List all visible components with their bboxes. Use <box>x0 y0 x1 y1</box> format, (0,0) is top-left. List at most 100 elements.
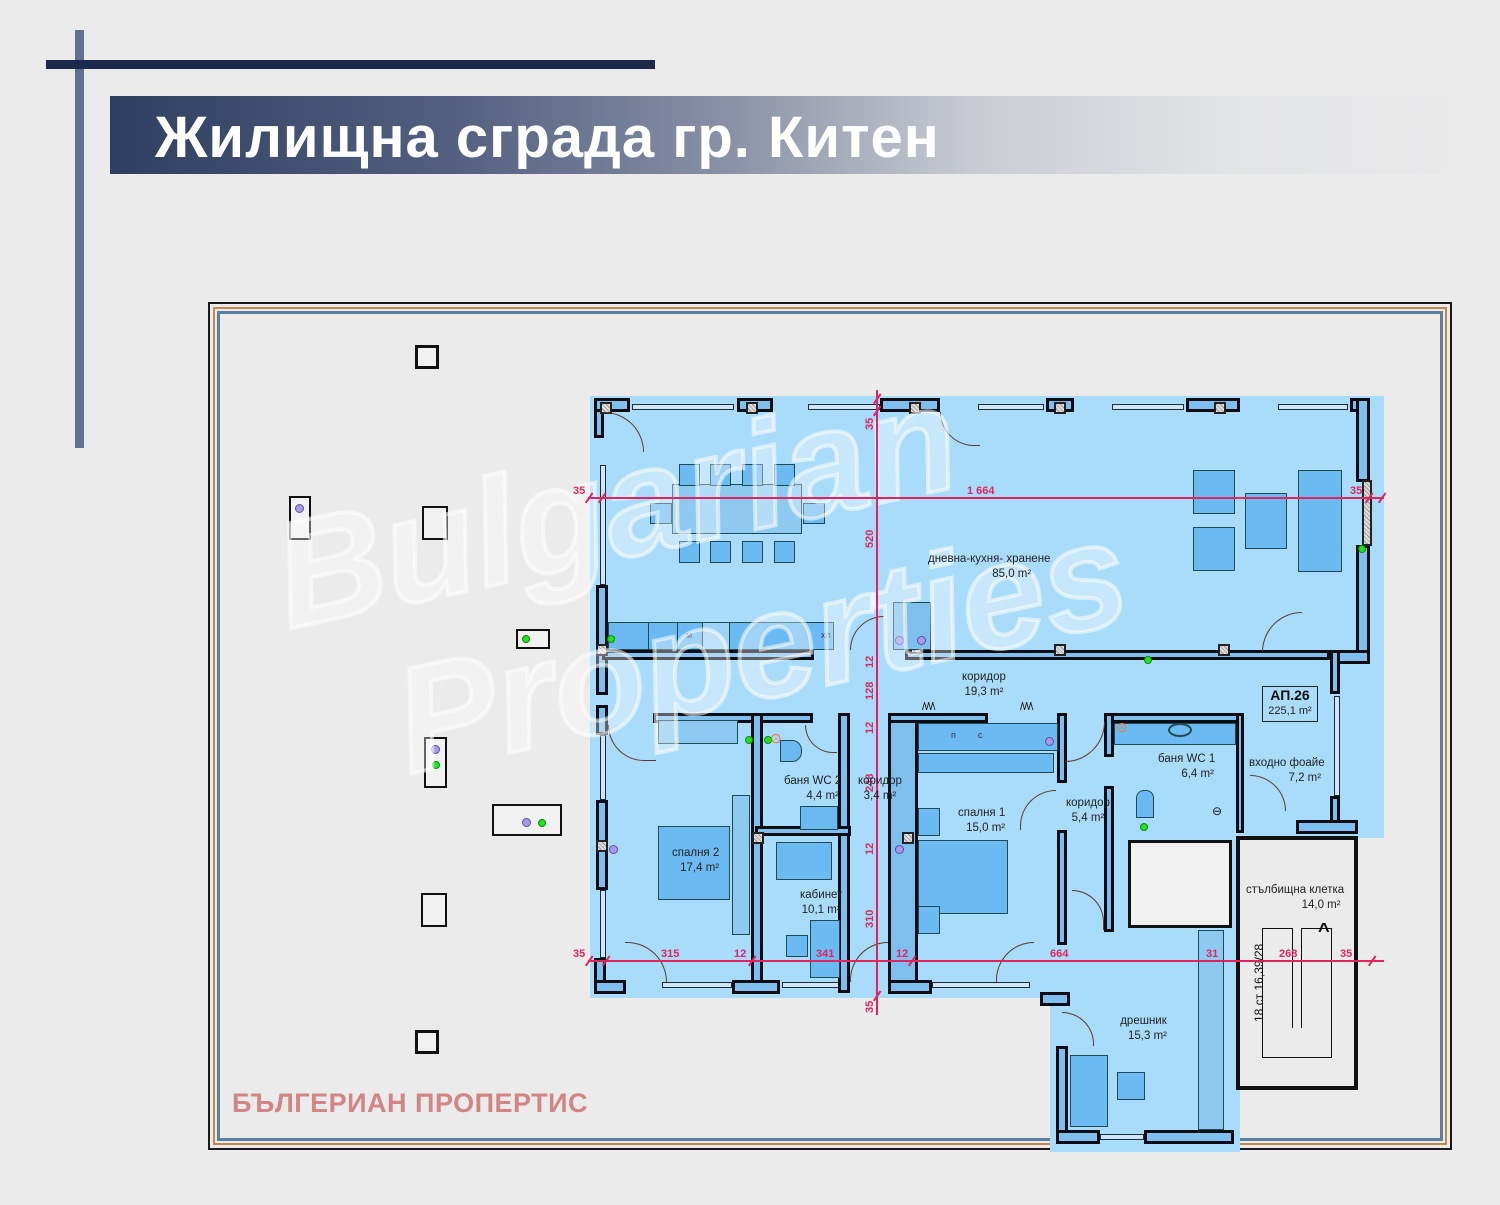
footer-brand-text: БЪЛГЕРИАН ПРОПЕРТИС <box>232 1088 589 1118</box>
dimension-label: 12 <box>864 655 876 668</box>
chair <box>774 464 795 486</box>
decorative-horizontal-bar <box>46 60 655 69</box>
window <box>932 982 1030 988</box>
stair-well <box>1292 928 1302 1028</box>
socket-icon <box>609 845 618 854</box>
column <box>1054 402 1066 414</box>
chair <box>650 503 672 524</box>
armchair <box>1193 470 1235 514</box>
wall <box>1356 545 1370 655</box>
dimension-label: 35 <box>573 485 586 497</box>
outlet-icon <box>745 736 753 744</box>
shower-icon: ⊖ <box>1212 804 1223 818</box>
room-name: спалня 2 <box>672 847 720 859</box>
microwave-label: м <box>686 630 693 640</box>
wardrobe <box>918 723 1058 751</box>
outlet-icon <box>432 761 440 769</box>
sofa <box>1070 1055 1108 1127</box>
room-area: 15,0 m² <box>966 822 1006 834</box>
window <box>782 982 844 988</box>
dimension-label: 35 <box>573 948 586 960</box>
radiator-icon: /\/\/\ <box>922 701 935 713</box>
nightstand <box>918 808 940 836</box>
room-label-bedroom-1: спалня 1 15,0 m² <box>958 806 1005 836</box>
room-label-corridor-main: коридор 19,3 m² <box>962 670 1006 700</box>
socket-icon <box>1045 737 1054 746</box>
dimension-label: 35 <box>1350 485 1363 497</box>
dimension-label: 35 <box>864 1000 876 1013</box>
boiler-icon: ⊙ <box>770 730 782 746</box>
room-area: 17,4 m² <box>680 862 720 874</box>
chair <box>679 464 700 486</box>
vent-shaft <box>516 629 550 649</box>
room-label-bath-wc-1: баня WC 1 6,4 m² <box>1158 752 1215 782</box>
dimension-line-vertical <box>876 390 878 1015</box>
chair <box>710 541 731 563</box>
room-label-staircase: стълбищна клетка 14,0 m² <box>1246 883 1344 913</box>
room-area: 10,1 m² <box>801 904 841 916</box>
room-name: баня WC 2 <box>784 775 842 787</box>
room-label-bath-wc-2: баня WC 2 4,4 m² <box>784 774 841 804</box>
chair <box>710 464 731 486</box>
column <box>1362 480 1372 546</box>
outlet-icon <box>764 736 772 744</box>
vent-shaft <box>492 804 562 836</box>
desk <box>810 920 840 978</box>
apartment-area: 225,1 m² <box>1268 705 1312 717</box>
corridor-wall <box>838 713 850 993</box>
outlet-icon <box>538 819 546 827</box>
room-label-living-kitchen-dining: дневна-кухня- хранене 85,0 m² <box>928 552 1050 582</box>
window <box>978 404 1044 410</box>
bed <box>658 826 730 900</box>
ottoman <box>1117 1072 1145 1100</box>
wall <box>1330 650 1340 694</box>
decorative-vertical-bar <box>75 30 84 448</box>
dimension-label: 12 <box>734 948 747 960</box>
wall <box>1296 820 1358 834</box>
column <box>909 402 921 414</box>
room-name: дневна-кухня- хранене <box>928 553 1051 565</box>
column <box>1214 402 1226 414</box>
room-name: спалня 1 <box>958 807 1006 819</box>
wall <box>596 705 608 735</box>
socket-icon <box>895 636 904 645</box>
room-area: 19,3 m² <box>964 686 1004 698</box>
room-area: 7,2 m² <box>1288 772 1322 784</box>
column <box>1218 644 1230 656</box>
bath1-right-wall <box>1236 713 1244 833</box>
bedroom1-top-wall <box>888 713 988 723</box>
room-label-corridor-small: коридор 3,4 m² <box>858 774 902 804</box>
window <box>632 404 734 410</box>
column <box>752 832 764 844</box>
outlet-icon <box>1144 656 1152 664</box>
outlet-icon <box>1140 823 1148 831</box>
wall <box>1186 398 1240 412</box>
chair <box>774 541 795 563</box>
page-title: Жилищна сграда гр. Китен <box>155 105 940 170</box>
vent-shaft <box>424 737 447 788</box>
wall <box>596 585 608 695</box>
title-band <box>110 96 1500 174</box>
room-area: 14,0 m² <box>1301 899 1341 911</box>
wardrobe-label-p: п <box>951 730 956 740</box>
socket-icon <box>895 845 904 854</box>
room-area: 15,3 m² <box>1128 1030 1167 1042</box>
nightstand <box>918 906 940 934</box>
column <box>596 840 608 852</box>
chimney-shaft <box>415 345 439 369</box>
armchair <box>1193 527 1235 571</box>
washbasin <box>800 806 838 830</box>
room-area: 3,4 m² <box>863 790 897 802</box>
chair <box>803 503 825 524</box>
room-area: 5,4 m² <box>1071 812 1105 824</box>
boiler-icon: ⊙ <box>1116 719 1128 735</box>
chair <box>786 935 808 957</box>
window <box>600 890 606 958</box>
dimension-label: 1 664 <box>967 485 995 497</box>
outlet-icon <box>1358 545 1366 553</box>
dimension-label: 315 <box>661 948 680 960</box>
wall <box>1356 398 1370 482</box>
bedroom2-right-wall <box>751 713 763 983</box>
chair <box>742 541 763 563</box>
dimension-line-bottom <box>588 960 1384 962</box>
